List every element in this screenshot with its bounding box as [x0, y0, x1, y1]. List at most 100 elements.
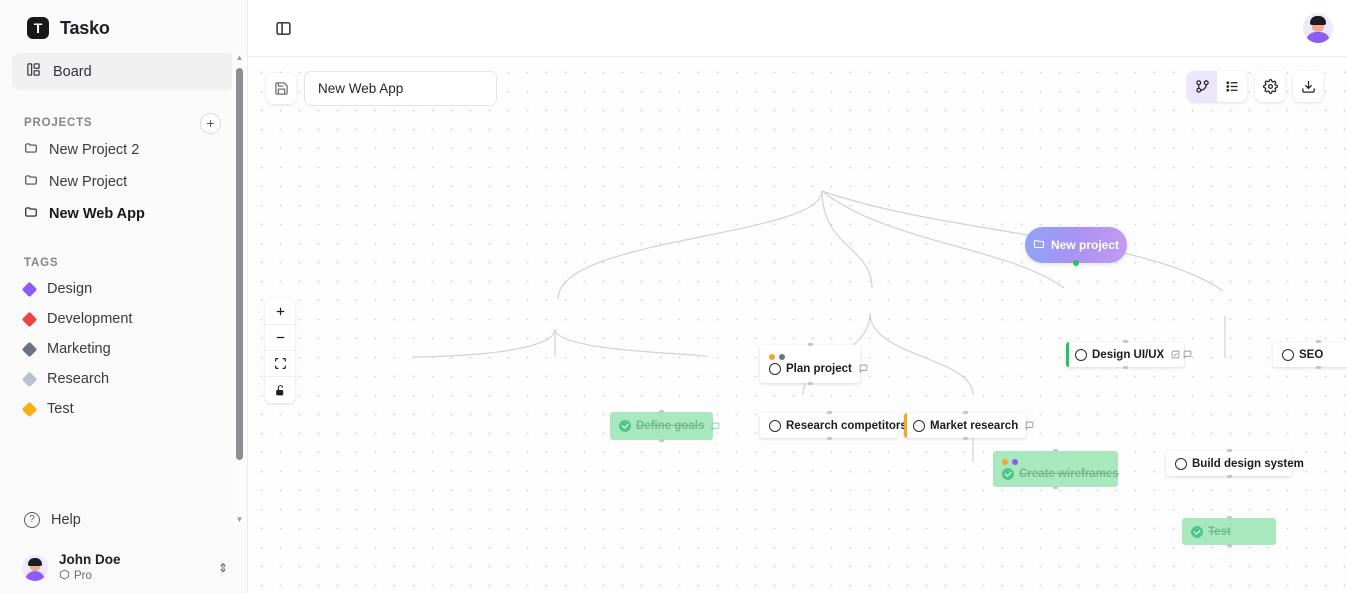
node-color-bar: [1066, 342, 1069, 367]
zoom-out-button[interactable]: [265, 325, 295, 351]
node-source-handle[interactable]: [1226, 544, 1232, 547]
scroll-down-arrow-icon[interactable]: ▼: [235, 514, 244, 524]
zoom-in-button[interactable]: [265, 299, 295, 325]
canvas-toolbar: [1187, 71, 1323, 102]
sidebar-tag-label: Test: [47, 401, 74, 417]
node-target-handle[interactable]: [659, 410, 664, 413]
canvas-node-test[interactable]: Test: [1182, 516, 1276, 547]
node-badges: [1171, 350, 1192, 359]
node-checkbox[interactable]: [1191, 525, 1203, 538]
node-target-handle[interactable]: [1122, 340, 1128, 343]
node-checkbox[interactable]: [619, 420, 631, 432]
sidebar-tag-test[interactable]: Test: [0, 394, 247, 424]
tag-dot: [769, 353, 775, 360]
checklist-icon: [1171, 350, 1180, 359]
layout-dashboard-icon: [26, 62, 41, 81]
node-checkbox[interactable]: [1002, 467, 1014, 480]
panel-left-icon[interactable]: [268, 13, 298, 43]
comment-icon: [1025, 421, 1034, 430]
node-checkbox[interactable]: [1175, 457, 1187, 470]
canvas-node-label: Research competitors: [786, 419, 907, 432]
canvas-node-label: Define goals: [636, 420, 705, 432]
sidebar-tag-design[interactable]: Design: [0, 274, 247, 304]
node-target-handle[interactable]: [807, 343, 813, 346]
node-source-handle[interactable]: [1053, 486, 1058, 489]
list-view-button[interactable]: [1217, 71, 1247, 102]
lock-open-button[interactable]: [265, 377, 295, 403]
canvas-node-plan-project[interactable]: Plan project: [760, 343, 868, 385]
node-target-handle[interactable]: [1053, 449, 1058, 452]
node-checkbox[interactable]: [769, 419, 781, 432]
user-plan: Pro: [59, 569, 121, 583]
sidebar-tag-label: Research: [47, 371, 110, 387]
canvas-node-create-wireframes[interactable]: Create wireframes: [993, 449, 1119, 489]
folder-icon: [24, 173, 38, 191]
node-source-handle[interactable]: [1073, 260, 1079, 266]
node-source-handle[interactable]: [1122, 366, 1128, 369]
tag-color-swatch: [21, 311, 38, 327]
settings-button[interactable]: [1255, 71, 1285, 102]
canvas-node-label: Plan project: [786, 362, 852, 375]
save-button[interactable]: [266, 73, 296, 104]
canvas-node-research-competitors[interactable]: Research competitors: [760, 411, 907, 440]
node-source-handle[interactable]: [1226, 475, 1232, 478]
node-source-handle[interactable]: [659, 439, 664, 442]
scrollbar-thumb[interactable]: [236, 68, 243, 460]
node-target-handle[interactable]: [962, 411, 968, 414]
node-target-handle[interactable]: [826, 411, 832, 414]
sidebar-project-new-project[interactable]: New Project: [0, 166, 247, 198]
tag-color-swatch: [21, 371, 38, 387]
node-source-handle[interactable]: [1315, 366, 1321, 369]
tag-color-swatch: [21, 341, 38, 357]
node-source-handle[interactable]: [826, 437, 832, 440]
comment-icon: [712, 422, 720, 431]
download-button[interactable]: [1293, 71, 1323, 102]
node-target-handle[interactable]: [1226, 516, 1232, 519]
sidebar-scrollbar[interactable]: ▲ ▼: [232, 52, 247, 524]
view-switch-group: [1187, 71, 1247, 102]
user-avatar[interactable]: [1303, 13, 1333, 43]
node-target-handle[interactable]: [1315, 340, 1321, 343]
tree-view-button[interactable]: [1187, 71, 1217, 102]
canvas-node-market-research[interactable]: Market research: [904, 411, 1034, 440]
user-account-row[interactable]: John Doe Pro ⇕: [0, 552, 248, 583]
sidebar-tag-development[interactable]: Development: [0, 304, 247, 334]
canvas-node-define-goals[interactable]: Define goals: [610, 410, 720, 442]
canvas-node-label: Create wireframes: [1019, 467, 1119, 480]
sidebar-item-board[interactable]: Board: [12, 53, 235, 90]
sidebar-project-new-web-app[interactable]: New Web App: [0, 198, 247, 230]
node-checkbox[interactable]: [769, 362, 781, 375]
flow-canvas[interactable]: New project Plan project: [248, 57, 1347, 593]
sidebar-tag-marketing[interactable]: Marketing: [0, 334, 247, 364]
tags-section-title: TAGS: [24, 257, 59, 269]
node-checkbox[interactable]: [1075, 348, 1087, 361]
scroll-up-arrow-icon[interactable]: ▲: [235, 52, 244, 62]
canvas-node-build-design-system[interactable]: Build design system: [1166, 449, 1304, 478]
fit-view-button[interactable]: [265, 351, 295, 377]
canvas-node-design-ui-ux[interactable]: Design UI/UX: [1066, 340, 1192, 369]
sidebar-project-label: New Project: [49, 174, 128, 190]
sidebar-item-board-label: Board: [53, 63, 92, 80]
node-checkbox[interactable]: [1282, 348, 1294, 361]
node-source-handle[interactable]: [807, 382, 813, 385]
sidebar-item-help[interactable]: ? Help: [0, 505, 105, 535]
node-checkbox[interactable]: [913, 419, 925, 432]
canvas-node-label: Build design system: [1192, 457, 1304, 470]
sidebar-project-new-project-2[interactable]: New Project 2: [0, 134, 247, 166]
canvas-node-label: Test: [1208, 525, 1231, 538]
canvas-controls: [265, 299, 295, 403]
sidebar-tag-research[interactable]: Research: [0, 364, 247, 394]
node-source-handle[interactable]: [962, 437, 968, 440]
add-project-button[interactable]: +: [200, 112, 221, 134]
canvas-node-root[interactable]: New project: [1025, 227, 1127, 266]
projects-section-header: PROJECTS +: [0, 112, 247, 134]
comment-icon: [1183, 350, 1192, 359]
project-title-input[interactable]: [304, 71, 497, 106]
node-badges: [711, 422, 720, 431]
canvas-node-seo[interactable]: SEO: [1273, 340, 1347, 369]
tag-color-swatch: [21, 401, 38, 417]
node-target-handle[interactable]: [1226, 449, 1232, 452]
tag-dot: [779, 353, 785, 360]
top-bar: [248, 0, 1347, 57]
canvas-node-root-label: New project: [1050, 238, 1119, 252]
